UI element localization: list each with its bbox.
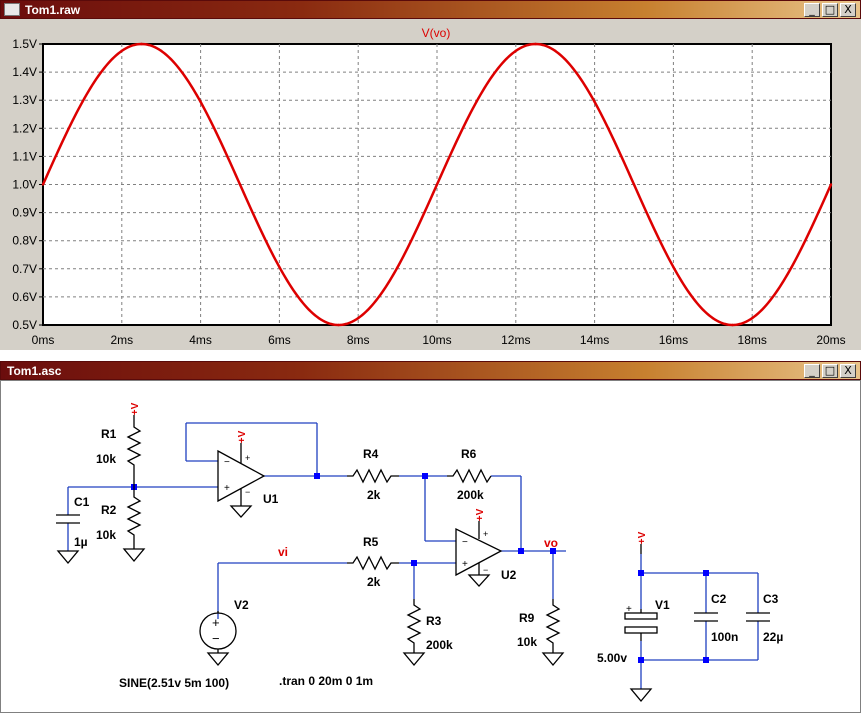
y-tick-label: 1.1V bbox=[12, 149, 37, 163]
schematic-window: Tom1.asc _ □ X bbox=[0, 361, 861, 713]
r4-name[interactable]: R4 bbox=[363, 447, 379, 461]
x-tick-label: 10ms bbox=[422, 333, 451, 347]
y-tick-label: 1.4V bbox=[12, 65, 37, 79]
supply-flag-u1: +V bbox=[237, 430, 248, 443]
waveform-window: Tom1.raw _ □ X V(vo) 0ms 2ms 4ms 6ms 8ms 10ms… bbox=[0, 0, 861, 350]
y-tick-label: 1.3V bbox=[12, 93, 37, 107]
svg-text:−: − bbox=[224, 457, 230, 468]
x-tick-label: 16ms bbox=[659, 333, 688, 347]
r6-name[interactable]: R6 bbox=[461, 447, 477, 461]
y-tick-label: 1.0V bbox=[12, 178, 37, 192]
svg-text:−: − bbox=[212, 631, 220, 646]
x-tick-label: 2ms bbox=[110, 333, 133, 347]
tran-directive[interactable]: .tran 0 20m 0 1m bbox=[279, 674, 373, 688]
r3-name[interactable]: R3 bbox=[426, 614, 442, 628]
c1-value[interactable]: 1µ bbox=[74, 535, 88, 549]
maximize-button[interactable]: □ bbox=[822, 3, 838, 17]
svg-text:+: + bbox=[245, 453, 250, 463]
supply-flag-v1: +V bbox=[637, 531, 648, 544]
waveform-window-icon bbox=[4, 3, 20, 16]
waveform-plot[interactable]: V(vo) 0ms 2ms 4ms 6ms 8ms 10ms 12ms 14ms 16ms 18m… bbox=[0, 19, 861, 350]
net-label-vo[interactable]: vo bbox=[544, 536, 558, 550]
y-tick-label: 1.2V bbox=[12, 121, 37, 135]
vvo-trace-line[interactable] bbox=[41, 42, 833, 327]
v2-name[interactable]: V2 bbox=[234, 598, 249, 612]
y-tick-label: 1.5V bbox=[12, 37, 37, 51]
v1-value[interactable]: 5.00v bbox=[597, 651, 627, 665]
svg-text:+: + bbox=[462, 559, 468, 570]
x-tick-label: 8ms bbox=[347, 333, 370, 347]
supply-stubs bbox=[133, 415, 642, 554]
net-label-vi[interactable]: vi bbox=[278, 545, 288, 559]
r6-value[interactable]: 200k bbox=[457, 488, 484, 502]
svg-text:−: − bbox=[245, 487, 250, 497]
polarity-marks: − + − + + − + + − + − bbox=[212, 453, 632, 646]
maximize-button[interactable]: □ bbox=[822, 364, 838, 378]
x-tick-label: 12ms bbox=[501, 333, 530, 347]
supply-flag-r1: +V bbox=[130, 402, 141, 415]
c2-value[interactable]: 100n bbox=[711, 630, 738, 644]
x-tick-label: 4ms bbox=[189, 333, 212, 347]
r4-value[interactable]: 2k bbox=[367, 488, 381, 502]
waveform-window-title: Tom1.raw bbox=[25, 3, 81, 17]
r2-name[interactable]: R2 bbox=[101, 503, 117, 517]
r9-name[interactable]: R9 bbox=[519, 611, 535, 625]
svg-text:−: − bbox=[462, 537, 468, 548]
v1-name[interactable]: V1 bbox=[655, 598, 670, 612]
svg-text:−: − bbox=[483, 565, 488, 575]
c3-name[interactable]: C3 bbox=[763, 592, 779, 606]
mdi-gap bbox=[0, 350, 861, 361]
u2-name[interactable]: U2 bbox=[501, 568, 517, 582]
y-tick-label: 0.6V bbox=[12, 290, 37, 304]
minimize-button[interactable]: _ bbox=[804, 364, 820, 378]
x-tick-label: 14ms bbox=[580, 333, 609, 347]
r1-name[interactable]: R1 bbox=[101, 427, 117, 441]
r1-value[interactable]: 10k bbox=[96, 452, 116, 466]
u1-name[interactable]: U1 bbox=[263, 492, 279, 506]
component-symbols bbox=[56, 423, 770, 653]
wires bbox=[67, 422, 759, 689]
y-tick-label: 0.9V bbox=[12, 206, 37, 220]
c2-name[interactable]: C2 bbox=[711, 592, 727, 606]
x-tick-label: 0ms bbox=[32, 333, 55, 347]
supply-flag-u2: +V bbox=[475, 508, 486, 521]
r2-value[interactable]: 10k bbox=[96, 528, 116, 542]
svg-text:+: + bbox=[224, 483, 230, 494]
schematic-titlebar[interactable]: Tom1.asc _ □ X bbox=[0, 361, 861, 380]
x-tick-label: 6ms bbox=[268, 333, 291, 347]
r3-value[interactable]: 200k bbox=[426, 638, 453, 652]
x-tick-label: 18ms bbox=[738, 333, 767, 347]
close-button[interactable]: X bbox=[840, 3, 856, 17]
schematic-canvas[interactable]: − + − + + − + + − + − +V +V +V + bbox=[0, 380, 861, 713]
y-tick-label: 0.7V bbox=[12, 262, 37, 276]
svg-text:+: + bbox=[626, 604, 632, 615]
y-tick-label: 0.8V bbox=[12, 234, 37, 248]
x-tick-label: 20ms bbox=[816, 333, 845, 347]
y-tick-label: 0.5V bbox=[12, 318, 37, 332]
trace-legend-vvo[interactable]: V(vo) bbox=[422, 26, 451, 40]
schematic-window-title: Tom1.asc bbox=[7, 364, 62, 378]
r5-value[interactable]: 2k bbox=[367, 575, 381, 589]
schematic-drawing[interactable]: − + − + + − + + − + − +V +V +V + bbox=[1, 381, 860, 712]
waveform-titlebar[interactable]: Tom1.raw _ □ X bbox=[0, 0, 861, 19]
c1-name[interactable]: C1 bbox=[74, 495, 90, 509]
c3-value[interactable]: 22µ bbox=[763, 630, 783, 644]
close-button[interactable]: X bbox=[840, 364, 856, 378]
minimize-button[interactable]: _ bbox=[804, 3, 820, 17]
v2-value[interactable]: SINE(2.51v 5m 100) bbox=[119, 676, 229, 690]
svg-text:+: + bbox=[212, 615, 220, 630]
ground-symbols bbox=[56, 501, 653, 703]
r5-name[interactable]: R5 bbox=[363, 535, 379, 549]
r9-value[interactable]: 10k bbox=[517, 635, 537, 649]
svg-text:+: + bbox=[483, 529, 488, 539]
axis-ticks: 0ms 2ms 4ms 6ms 8ms 10ms 12ms 14ms 16ms 18ms 20ms 0… bbox=[12, 37, 845, 347]
